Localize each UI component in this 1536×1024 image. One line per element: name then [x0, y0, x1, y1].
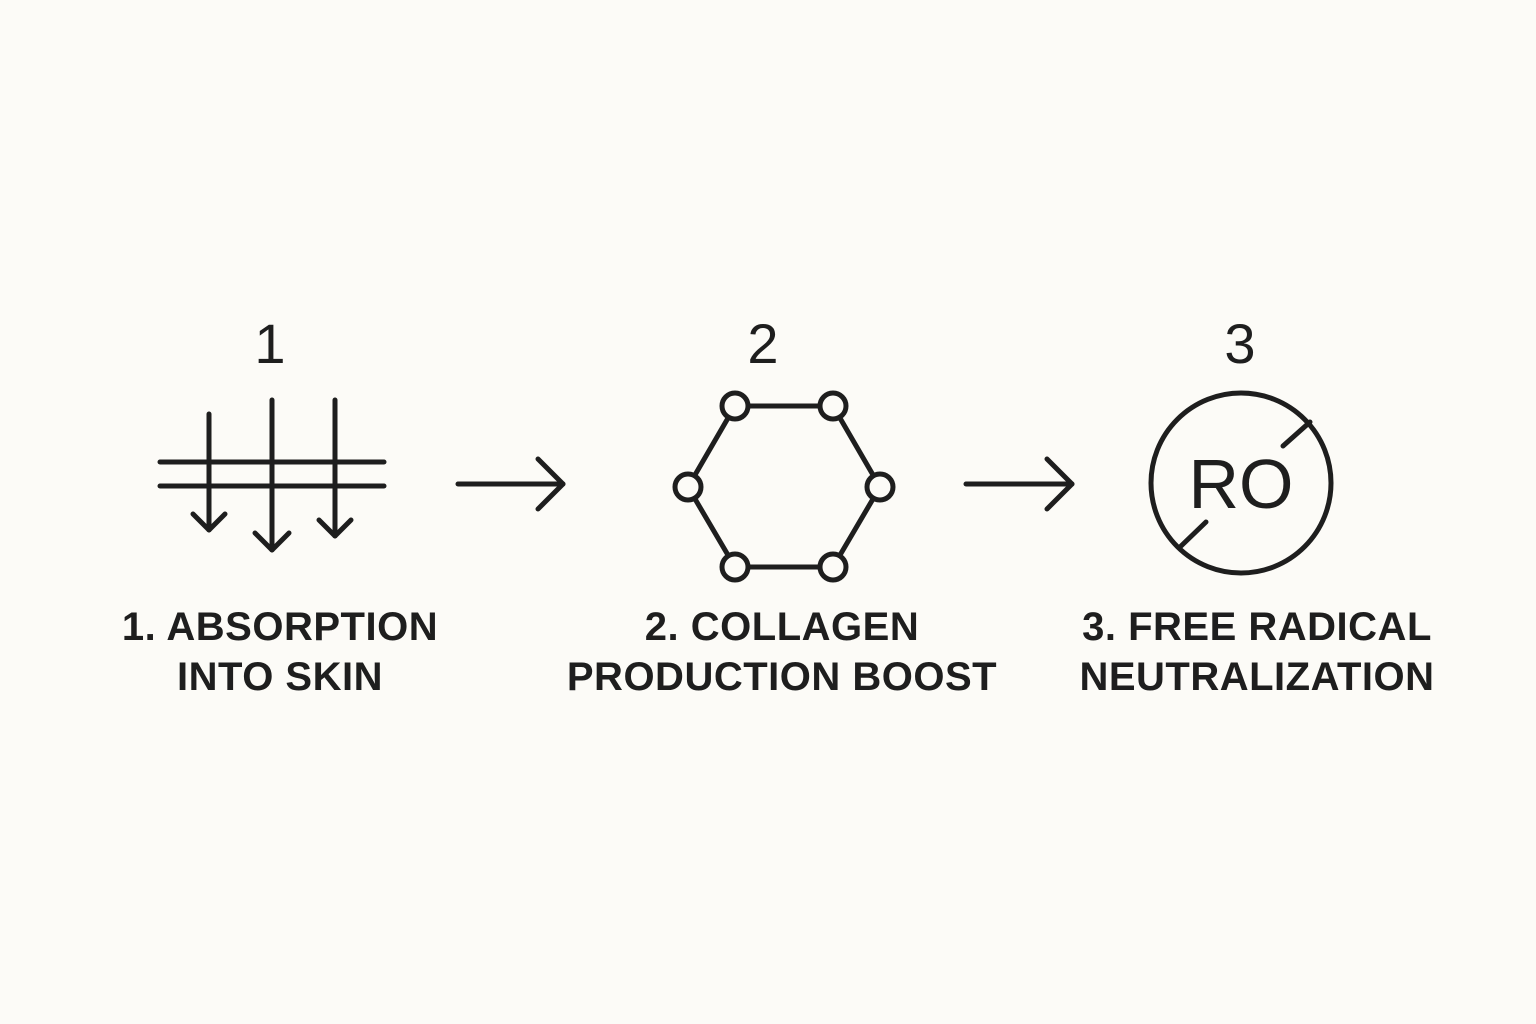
molecule-node: [719, 390, 751, 422]
step-1-label-line2: INTO SKIN: [176, 655, 383, 699]
down-arrow-icon: [316, 397, 354, 539]
step-2-label-line1: 2. COLLAGEN: [644, 605, 920, 649]
collagen-hexagon-icon: [672, 390, 896, 583]
step-3-label-line2: NEUTRALIZATION: [1079, 655, 1435, 699]
molecule-node: [817, 551, 849, 583]
slash-upper: [1280, 419, 1313, 449]
molecule-node: [817, 390, 849, 422]
molecule-node: [719, 551, 751, 583]
neutralize-circle: [1148, 390, 1334, 576]
step-2-label: 2. COLLAGEN PRODUCTION BOOST: [552, 602, 1012, 702]
slash-lower: [1177, 519, 1209, 550]
arrow-right-icon: [963, 456, 1075, 512]
ro-symbol-text: RO: [1189, 445, 1294, 523]
hexagon-bonds: [685, 403, 883, 570]
step-2-label-line2: PRODUCTION BOOST: [566, 655, 998, 699]
step-3-number: 3: [1224, 312, 1256, 375]
step-1-number: 1: [254, 312, 286, 375]
molecule-node: [672, 471, 704, 503]
step-2-number: 2: [747, 312, 779, 375]
molecule-node: [864, 471, 896, 503]
step-3-label: 3. FREE RADICAL NEUTRALIZATION: [1027, 602, 1487, 702]
down-arrow-icon: [252, 397, 292, 553]
step-3-label-line1: 3. FREE RADICAL: [1082, 605, 1432, 649]
absorption-arrows-icon: [157, 397, 387, 553]
arrow-right-icon: [455, 456, 566, 512]
ro-crossed-circle-icon: [1148, 390, 1334, 576]
step-1-label-line1: 1. ABSORPTION: [121, 605, 439, 649]
down-arrow-icon: [190, 411, 228, 533]
step-1-label: 1. ABSORPTION INTO SKIN: [50, 602, 510, 702]
